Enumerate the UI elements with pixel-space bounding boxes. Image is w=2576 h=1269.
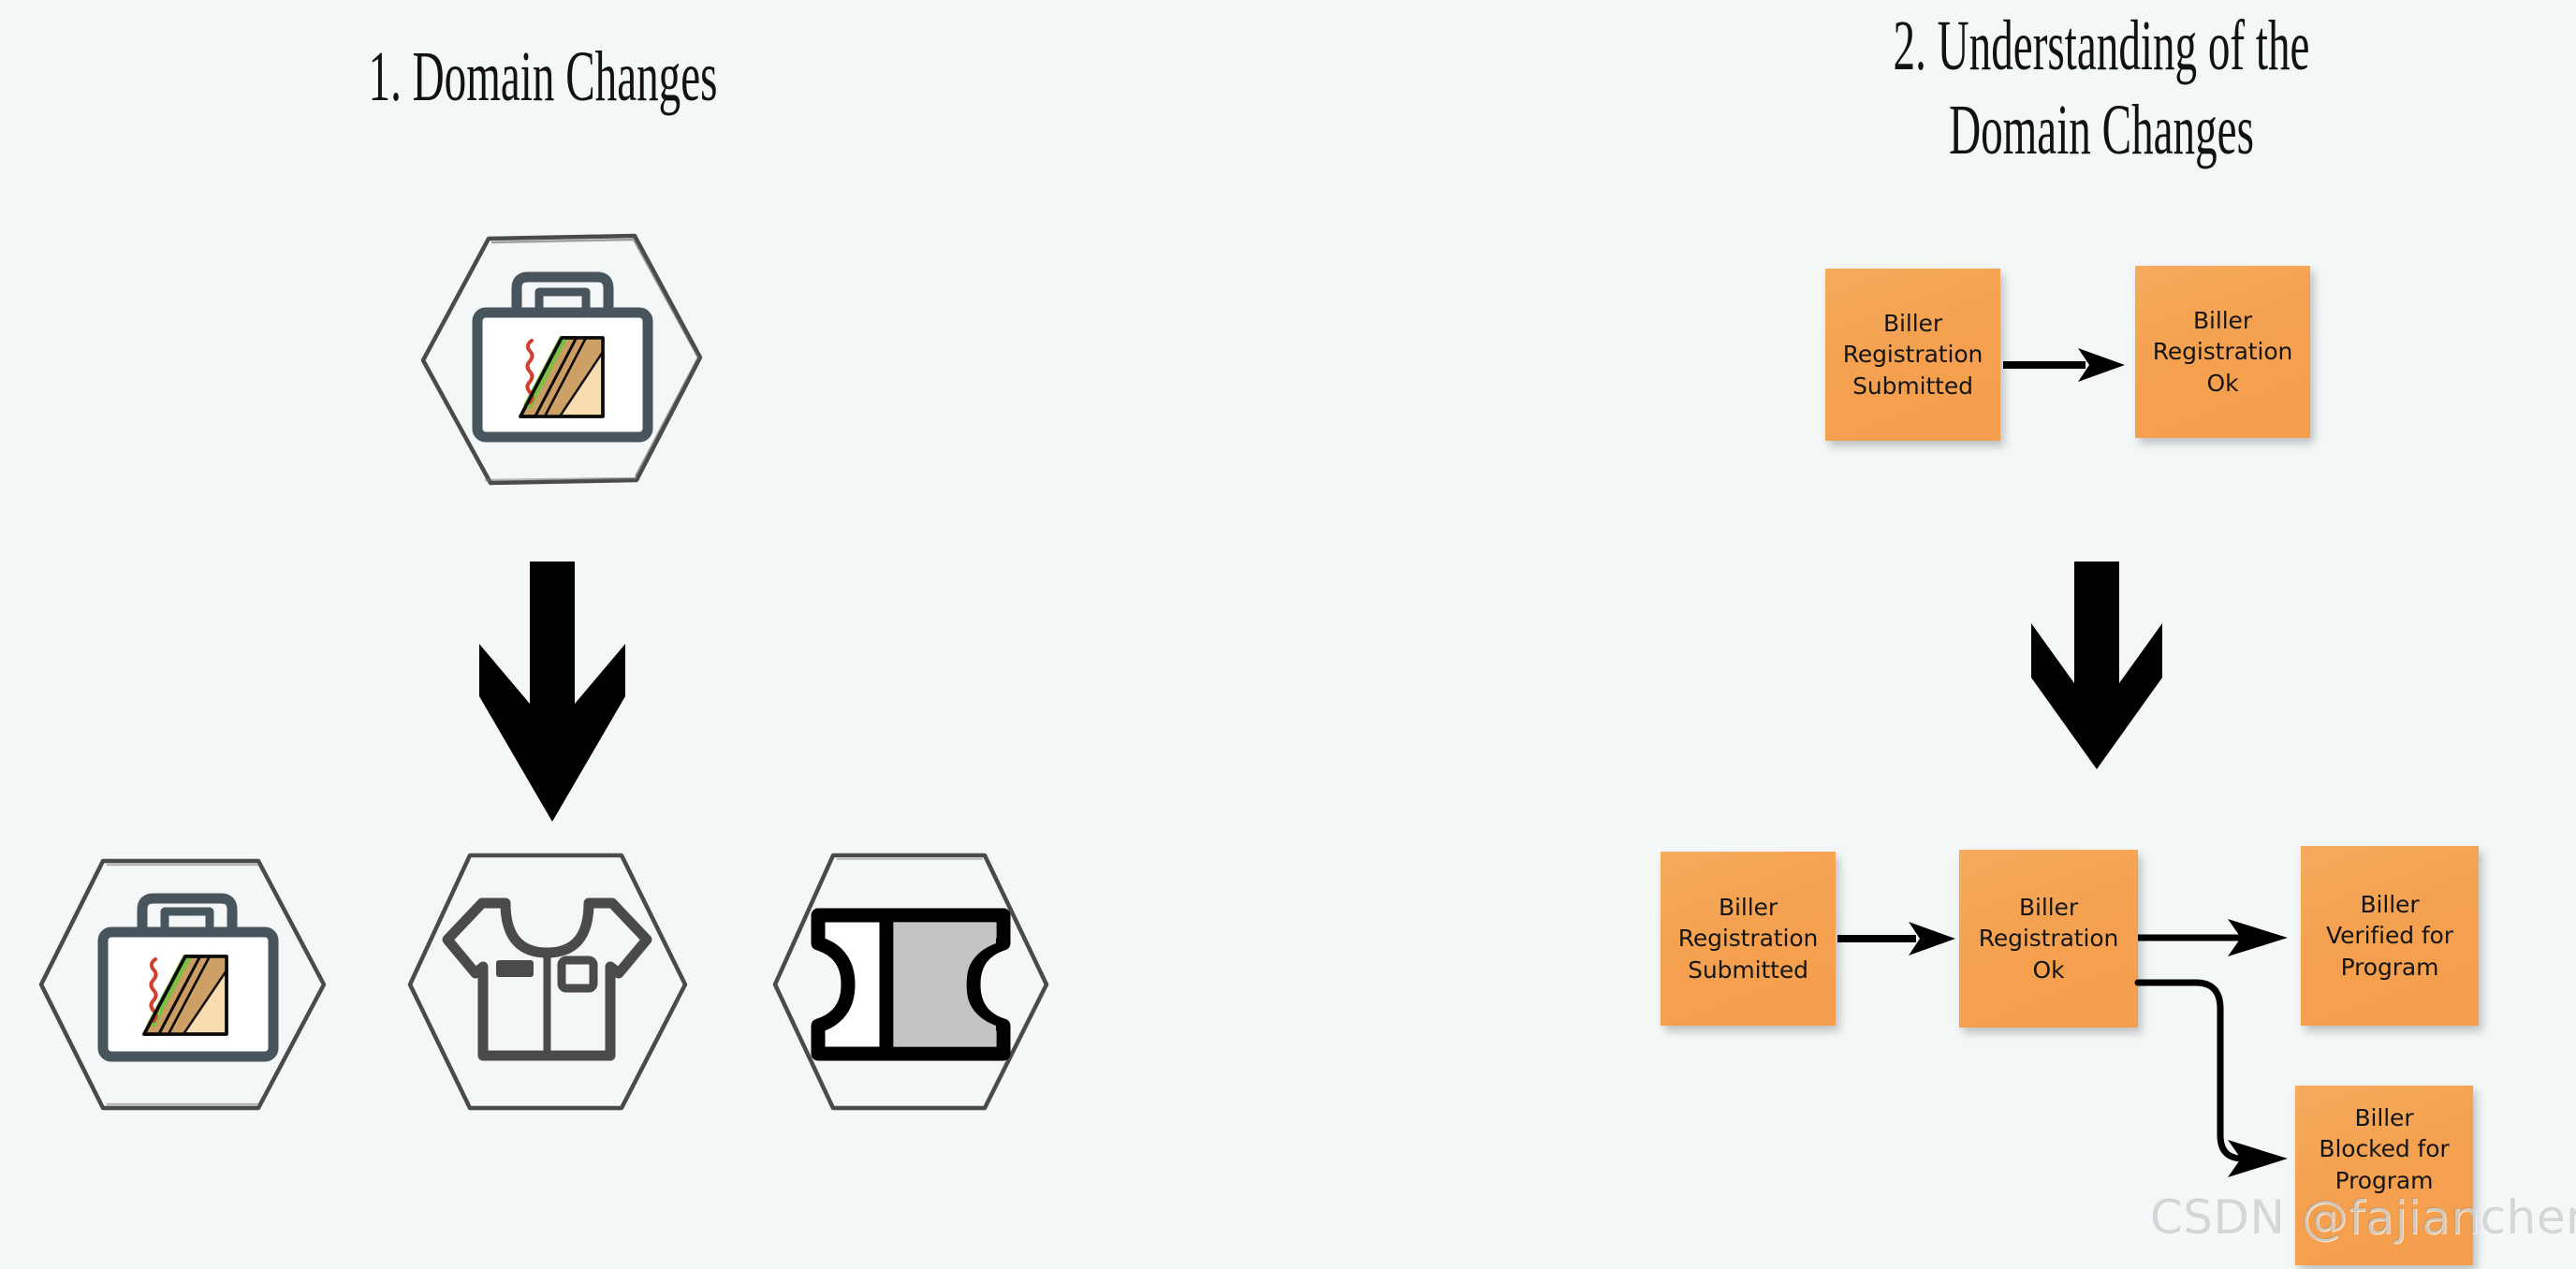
sticky-note-text: Biller Registration Ok [2152,307,2293,397]
hexagon-outline-icon [38,858,327,1111]
flow-arrow-n1-n2 [2003,346,2134,384]
sticky-note-text: Biller Registration Submitted [1842,310,1983,400]
lunch-bag-icon [472,271,653,443]
sticky-note[interactable]: Biller Registration Submitted [1825,269,2000,441]
hex-tile-t-shirt [393,842,711,1132]
sticky-note-text: Biller Registration Ok [1978,894,2119,984]
sticky-note[interactable]: Biller Registration Ok [2135,266,2310,438]
sticky-note-text: Biller Registration Submitted [1677,894,1819,984]
sticky-note[interactable]: Biller Registration Submitted [1661,852,1836,1026]
hex-tile-ticket [758,842,1076,1132]
lunch-bag-icon [97,893,279,1062]
down-arrow-icon-right [2012,562,2181,828]
sticky-note-text: Biller Verified for Program [2326,891,2453,981]
page-title-left: 1. Domain Changes [368,37,718,116]
sticky-note[interactable]: Biller Registration Ok [1959,850,2138,1028]
ticket-icon [811,908,1011,1061]
hexagon-outline-icon [420,233,703,486]
hexagon-outline-icon [407,853,688,1111]
page-title-right: 2. Understanding of the Domain Changes [1893,7,2310,169]
hexagon-outline-icon [772,853,1049,1111]
down-arrow-icon-left [468,562,637,828]
sticky-note[interactable]: Biller Blocked for Program [2295,1086,2473,1265]
t-shirt-icon [442,897,652,1061]
watermark: CSDN @fajianchen [2150,1190,2576,1245]
hex-tile-lunch-bag-after [28,842,346,1132]
sticky-note-text: Biller Blocked for Program [2319,1104,2450,1194]
sticky-note[interactable]: Biller Verified for Program [2301,846,2479,1026]
hex-tile-lunch-bag-before [402,215,721,505]
flow-arrow-m2-m3 [2138,919,2325,956]
flow-arrow-m1-m2 [1837,920,1969,957]
